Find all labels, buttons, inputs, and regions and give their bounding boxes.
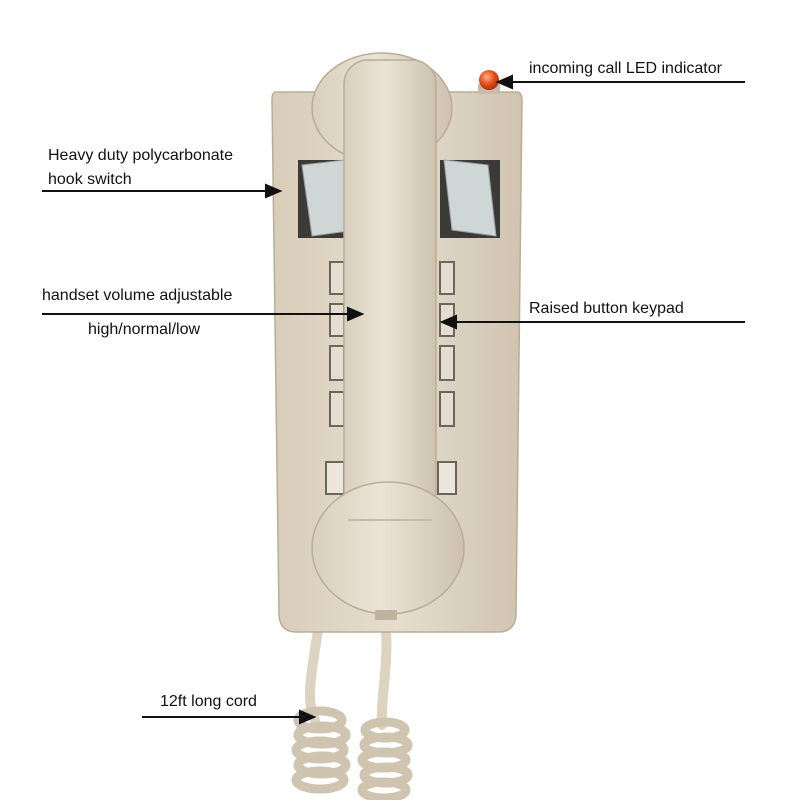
led-callout-label: incoming call LED indicator xyxy=(529,60,722,77)
keypad-callout-label: Raised button keypad xyxy=(529,300,684,317)
led-indicator xyxy=(478,70,500,94)
volume-callout-label-line2: high/normal/low xyxy=(88,321,201,338)
cord-callout-label: 12ft long cord xyxy=(160,693,257,710)
cord-coils xyxy=(291,706,413,803)
handset xyxy=(311,52,465,620)
hook-switch-callout-label-line1: Heavy duty polycarbonate xyxy=(48,147,233,164)
callout-lines xyxy=(42,74,745,725)
volume-callout-label-line1: handset volume adjustable xyxy=(42,287,233,304)
hook-switch-callout-label-line2: hook switch xyxy=(48,171,132,188)
